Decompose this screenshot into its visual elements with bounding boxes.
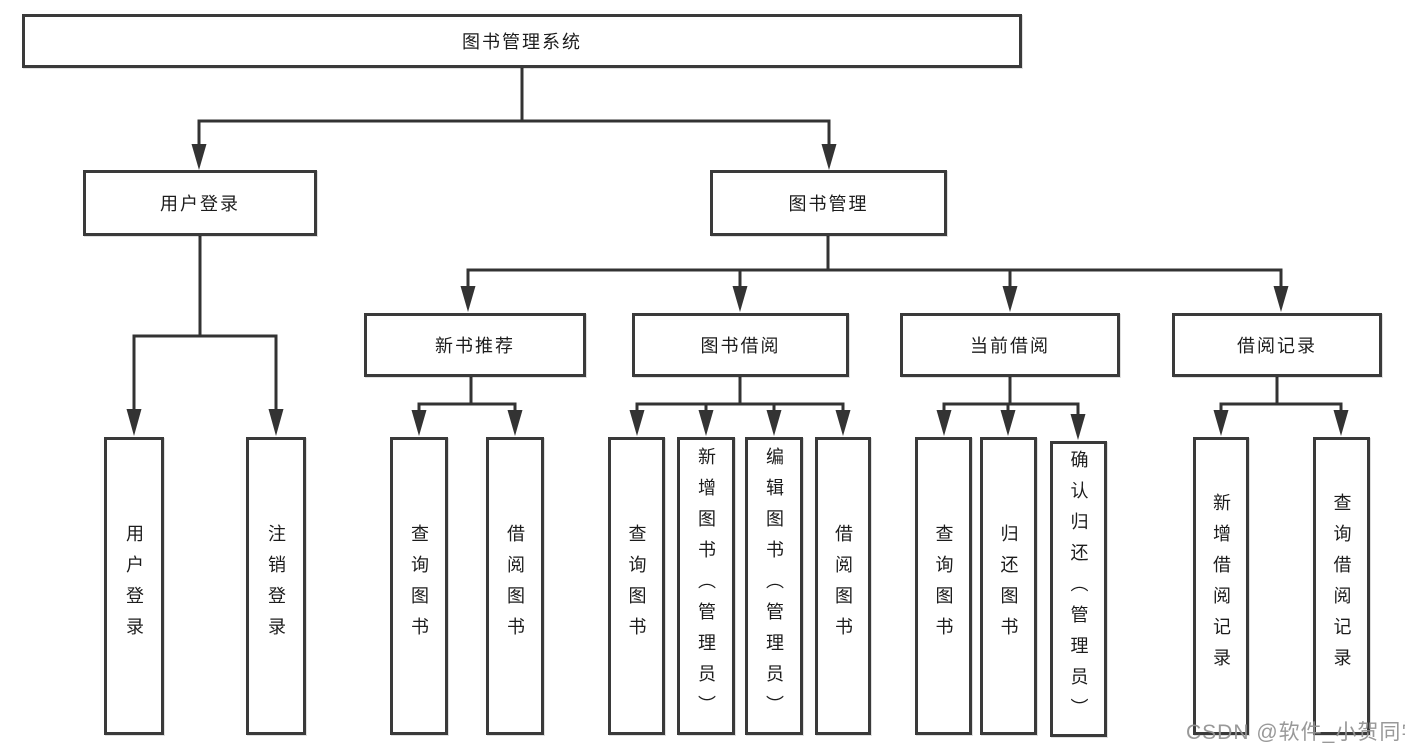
node-root: 图书管理系统: [22, 14, 1022, 68]
leaf-edit-book-admin: 编辑图书（管理员）: [745, 437, 803, 735]
node-book-management: 图书管理: [710, 170, 947, 236]
leaf-user-login: 用户登录: [104, 437, 164, 735]
leaf-query-books-borrow: 查询图书: [608, 437, 665, 735]
node-user-login: 用户登录: [83, 170, 317, 236]
leaf-return-books: 归还图书: [980, 437, 1037, 735]
node-current-borrow: 当前借阅: [900, 313, 1120, 377]
leaf-query-borrow-record: 查询借阅记录: [1313, 437, 1370, 735]
leaf-confirm-return-admin: 确认归还（管理员）: [1050, 441, 1107, 737]
node-book-borrow: 图书借阅: [632, 313, 849, 377]
leaf-query-books-current: 查询图书: [915, 437, 972, 735]
watermark: CSDN @软件_小贺同学: [1186, 721, 1405, 744]
leaf-add-borrow-record: 新增借阅记录: [1193, 437, 1249, 735]
node-new-book-recommend: 新书推荐: [364, 313, 586, 377]
leaf-borrow-books: 借阅图书: [815, 437, 871, 735]
leaf-borrow-books-recommend: 借阅图书: [486, 437, 544, 735]
node-borrow-records: 借阅记录: [1172, 313, 1382, 377]
leaf-add-book-admin: 新增图书（管理员）: [677, 437, 735, 735]
leaf-logout: 注销登录: [246, 437, 306, 735]
leaf-query-books-recommend: 查询图书: [390, 437, 448, 735]
